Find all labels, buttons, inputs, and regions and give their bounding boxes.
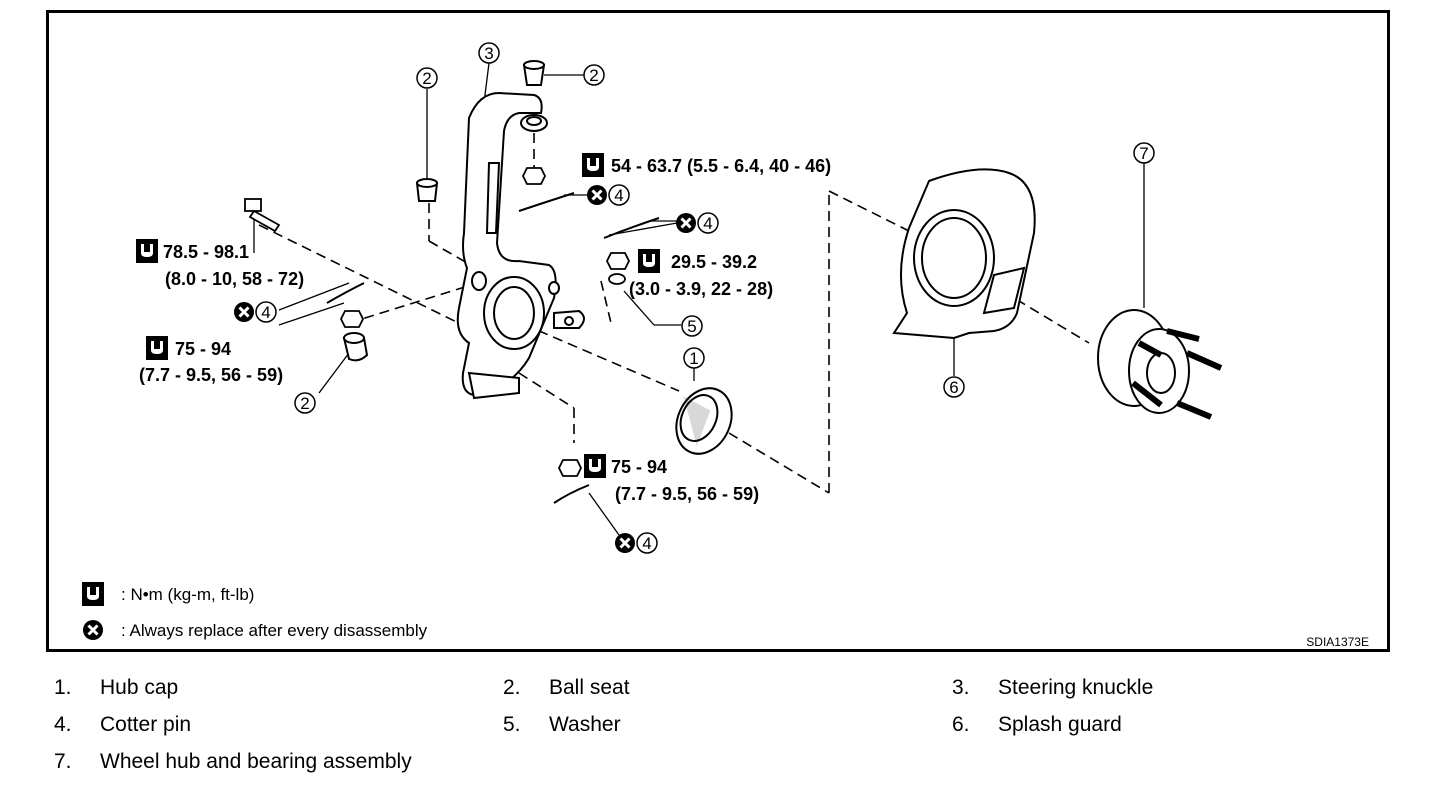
torque-spec-3: 29.5 - 39.2 (3.0 - 3.9, 22 - 28) <box>629 249 773 299</box>
part-item-6: 6.Splash guard <box>952 713 1122 736</box>
splash-guard <box>892 168 1036 340</box>
replace-marker-a: 4 <box>585 183 630 207</box>
svg-text:2: 2 <box>422 69 431 88</box>
torque-wrench-icon <box>584 454 606 478</box>
part-item-4: 4.Cotter pin <box>54 713 192 736</box>
svg-text:29.5 - 39.2: 29.5 - 39.2 <box>671 252 757 272</box>
svg-text:7: 7 <box>1139 144 1148 163</box>
svg-text:1: 1 <box>689 349 698 368</box>
steering-knuckle <box>456 91 585 400</box>
callout-2-left: 2 <box>416 67 438 89</box>
ball-seat-top <box>520 60 548 132</box>
replace-marker-b: 4 <box>674 211 719 235</box>
part-item-2: 2.Ball seat <box>503 676 630 699</box>
figure-code: SDIA1373E <box>1306 635 1369 649</box>
svg-text:5: 5 <box>687 317 696 336</box>
diagram-frame: 3 2 2 2 5 1 6 7 4 4 4 4 54 - 63.7 (5.5 -… <box>46 10 1390 652</box>
cotter-pin-markers: 4 4 4 4 <box>232 183 719 555</box>
part-item-3: 3.Steering knuckle <box>952 676 1154 699</box>
ball-seat-lower <box>342 332 369 362</box>
callout-3: 3 <box>478 42 500 64</box>
torque-wrench-icon <box>146 336 168 360</box>
replace-marker-d: 4 <box>613 531 658 555</box>
part-item-7: 7.Wheel hub and bearing assembly <box>54 750 412 773</box>
svg-text:(7.7 - 9.5, 56 - 59): (7.7 - 9.5, 56 - 59) <box>615 484 759 504</box>
replace-marker-c: 4 <box>232 300 277 324</box>
torque-spec-1: 54 - 63.7 (5.5 - 6.4, 40 - 46) <box>582 153 831 177</box>
callout-5: 5 <box>681 315 703 337</box>
svg-text:3: 3 <box>484 44 493 63</box>
svg-text:: N•m (kg-m, ft-lb): : N•m (kg-m, ft-lb) <box>121 585 254 604</box>
callout-1: 1 <box>683 347 705 369</box>
torque-spec-2: 78.5 - 98.1 (8.0 - 10, 58 - 72) <box>136 239 304 289</box>
exploded-view-diagram: 3 2 2 2 5 1 6 7 4 4 4 4 54 - 63.7 (5.5 -… <box>81 42 1369 649</box>
part-item-1: 1.Hub cap <box>54 676 179 699</box>
torque-wrench-icon <box>638 249 660 273</box>
svg-text:6: 6 <box>949 378 958 397</box>
callout-markers: 3 2 2 2 5 1 6 7 <box>294 42 1155 414</box>
svg-text:4: 4 <box>614 186 623 205</box>
svg-text:(7.7 - 9.5, 56 - 59): (7.7 - 9.5, 56 - 59) <box>139 365 283 385</box>
svg-text:75 - 94: 75 - 94 <box>611 457 667 477</box>
ball-seat-left <box>415 178 439 202</box>
torque-spec-4: 75 - 94 (7.7 - 9.5, 56 - 59) <box>139 336 283 385</box>
bolt <box>244 198 281 233</box>
nuts <box>339 167 631 477</box>
svg-text:4: 4 <box>642 534 651 553</box>
part-item-5: 5.Washer <box>503 713 621 736</box>
torque-wrench-icon <box>582 153 604 177</box>
cotter-pins <box>326 192 660 504</box>
torque-wrench-icon <box>136 239 158 263</box>
callout-7: 7 <box>1133 142 1155 164</box>
svg-text:54 - 63.7 (5.5 - 6.4, 40 - 46): 54 - 63.7 (5.5 - 6.4, 40 - 46) <box>611 156 831 176</box>
legend-replace-icon <box>81 618 105 642</box>
svg-text:: Always replace after every d: : Always replace after every disassembly <box>121 621 428 640</box>
wheel-hub-bearing <box>1097 309 1223 420</box>
callout-6: 6 <box>943 376 965 398</box>
svg-text:4: 4 <box>703 214 712 233</box>
svg-text:2: 2 <box>300 394 309 413</box>
svg-text:(8.0 - 10, 58 - 72): (8.0 - 10, 58 - 72) <box>165 269 304 289</box>
svg-text:(3.0 - 3.9, 22 - 28): (3.0 - 3.9, 22 - 28) <box>629 279 773 299</box>
svg-text:2: 2 <box>589 66 598 85</box>
svg-text:4: 4 <box>261 303 270 322</box>
callout-2-top: 2 <box>583 64 605 86</box>
legend: : N•m (kg-m, ft-lb) : Always replace aft… <box>81 582 428 642</box>
svg-text:78.5 - 98.1: 78.5 - 98.1 <box>163 242 249 262</box>
torque-spec-5: 75 - 94 (7.7 - 9.5, 56 - 59) <box>584 454 759 504</box>
hub-cap <box>675 387 733 455</box>
callout-2-lower: 2 <box>294 392 316 414</box>
legend-torque-icon <box>82 582 104 606</box>
svg-text:75 - 94: 75 - 94 <box>175 339 231 359</box>
